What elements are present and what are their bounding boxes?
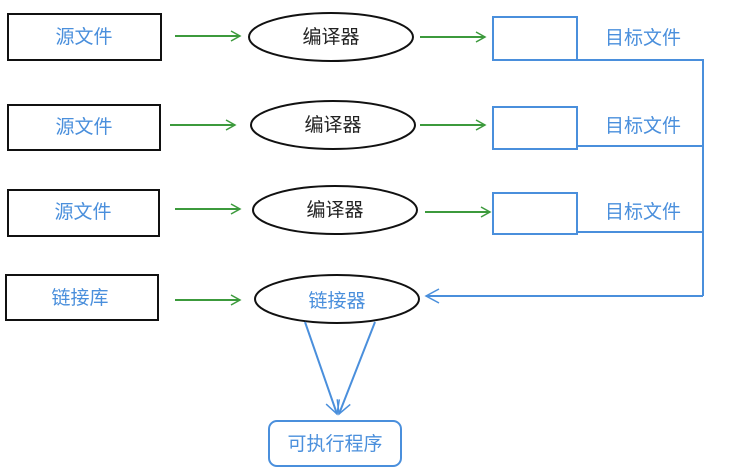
compiler-ellipse: 编译器 (250, 100, 416, 150)
executable-label: 可执行程序 (287, 433, 382, 455)
linker-label: 链接器 (308, 290, 365, 312)
compiler-label: 编译器 (302, 26, 359, 48)
object-file-label: 目标文件 (605, 115, 681, 137)
object-to-linker-connector (424, 59, 704, 304)
object-file-box: 目标文件 (492, 106, 681, 150)
source-file-label: 源文件 (54, 201, 111, 223)
object-file-label: 目标文件 (605, 27, 681, 49)
arrow (304, 321, 341, 416)
compiler-label: 编译器 (306, 199, 363, 221)
object-file-box: 目标文件 (492, 16, 681, 61)
source-file-box: 源文件 (7, 13, 162, 61)
link-library-label: 链接库 (51, 287, 108, 309)
linker-ellipse: 链接器 (254, 274, 420, 324)
compiler-ellipse: 编译器 (252, 185, 418, 235)
compiler-label: 编译器 (304, 114, 361, 136)
compiler-ellipse: 编译器 (248, 12, 414, 62)
link-library-box: 链接库 (5, 274, 159, 321)
executable-box: 可执行程序 (268, 420, 402, 467)
source-file-label: 源文件 (55, 26, 112, 48)
object-file-box: 目标文件 (492, 192, 681, 235)
source-file-box: 源文件 (7, 104, 161, 151)
source-file-label: 源文件 (55, 116, 112, 138)
object-file-label: 目标文件 (605, 201, 681, 223)
arrow (336, 321, 376, 416)
source-file-box: 源文件 (7, 189, 160, 237)
